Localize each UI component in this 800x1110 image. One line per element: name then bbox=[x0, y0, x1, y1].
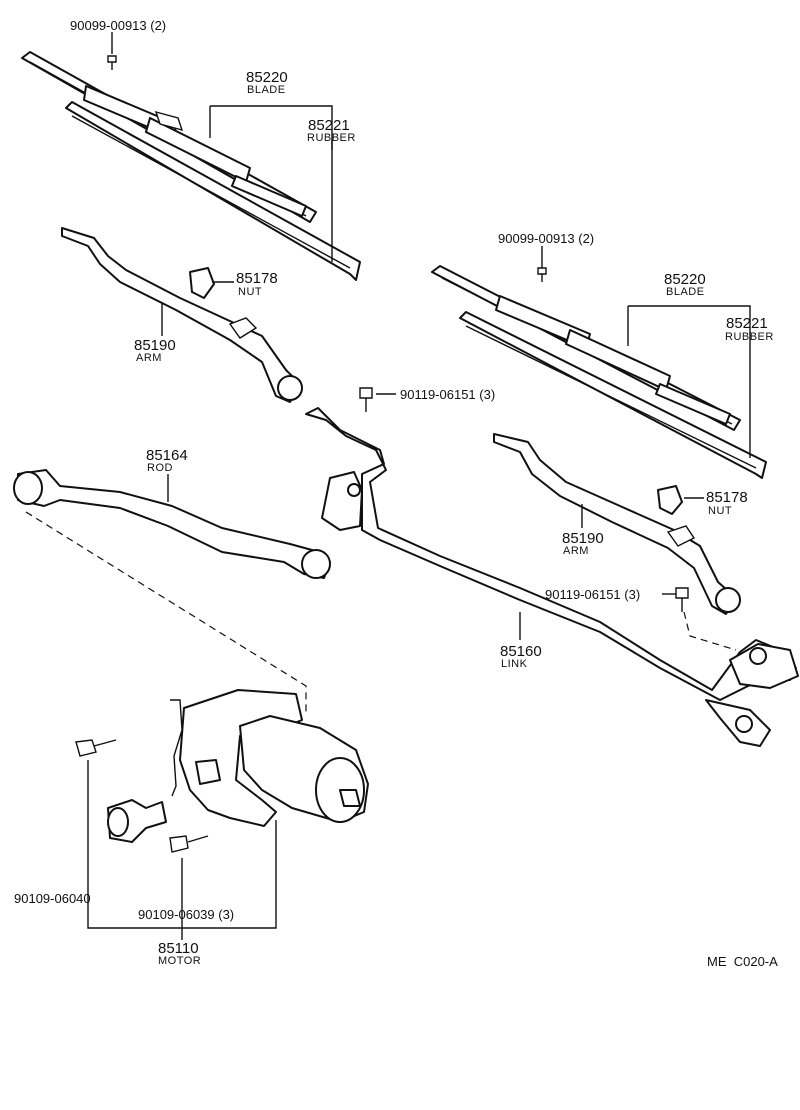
right-rubber bbox=[459, 311, 767, 479]
right-arm bbox=[493, 433, 741, 615]
left-rubber bbox=[65, 101, 361, 281]
arm-left-name: ARM bbox=[136, 352, 162, 364]
motor-bolt-1-label: 90109-06040 bbox=[14, 891, 91, 906]
motor-bolt-2 bbox=[169, 835, 209, 853]
arm-left-number: 85190 bbox=[134, 337, 176, 354]
rubber-right-name: RUBBER bbox=[725, 331, 774, 343]
right-blade bbox=[431, 265, 741, 431]
left-blade bbox=[21, 51, 317, 223]
rod bbox=[13, 469, 331, 579]
rubber-left-number: 85221 bbox=[308, 117, 350, 134]
blade-left-number: 85220 bbox=[246, 69, 288, 86]
motor-name: MOTOR bbox=[158, 955, 201, 967]
left-arm bbox=[61, 227, 303, 403]
rubber-right-number: 85221 bbox=[726, 315, 768, 332]
arm-right-number: 85190 bbox=[562, 530, 604, 547]
nut-right-name: NUT bbox=[708, 505, 732, 517]
link-name: LINK bbox=[501, 658, 528, 670]
blade-right-number: 85220 bbox=[664, 271, 706, 288]
rod-name: ROD bbox=[147, 462, 173, 474]
motor bbox=[107, 689, 369, 843]
screw-right-label: 90099-00913 (2) bbox=[498, 231, 594, 246]
nut-left-number: 85178 bbox=[236, 270, 278, 287]
arm-right-name: ARM bbox=[563, 545, 589, 557]
motor-number: 85110 bbox=[158, 940, 199, 957]
link bbox=[305, 407, 799, 747]
bolt-right-label: 90119-06151 (3) bbox=[545, 587, 640, 602]
screw-top-left-label: 90099-00913 (2) bbox=[70, 18, 166, 33]
left-nut bbox=[189, 267, 215, 299]
left-screw bbox=[107, 55, 117, 70]
blade-right-name: BLADE bbox=[666, 286, 705, 298]
bolt-center-label: 90119-06151 (3) bbox=[400, 387, 495, 402]
center-bolt bbox=[359, 387, 373, 412]
motor-bolt-2-label: 90109-06039 (3) bbox=[138, 907, 234, 922]
right-bolt bbox=[675, 587, 689, 612]
right-screw bbox=[537, 267, 547, 282]
nut-left-name: NUT bbox=[238, 286, 262, 298]
rubber-left-name: RUBBER bbox=[307, 132, 356, 144]
nut-right-number: 85178 bbox=[706, 489, 748, 506]
blade-left-name: BLADE bbox=[247, 84, 286, 96]
rod-number: 85164 bbox=[146, 447, 188, 464]
motor-bolt-1 bbox=[75, 739, 117, 757]
right-nut bbox=[657, 485, 683, 515]
diagram-code: ME C020-A bbox=[707, 954, 778, 969]
link-number: 85160 bbox=[500, 643, 542, 660]
